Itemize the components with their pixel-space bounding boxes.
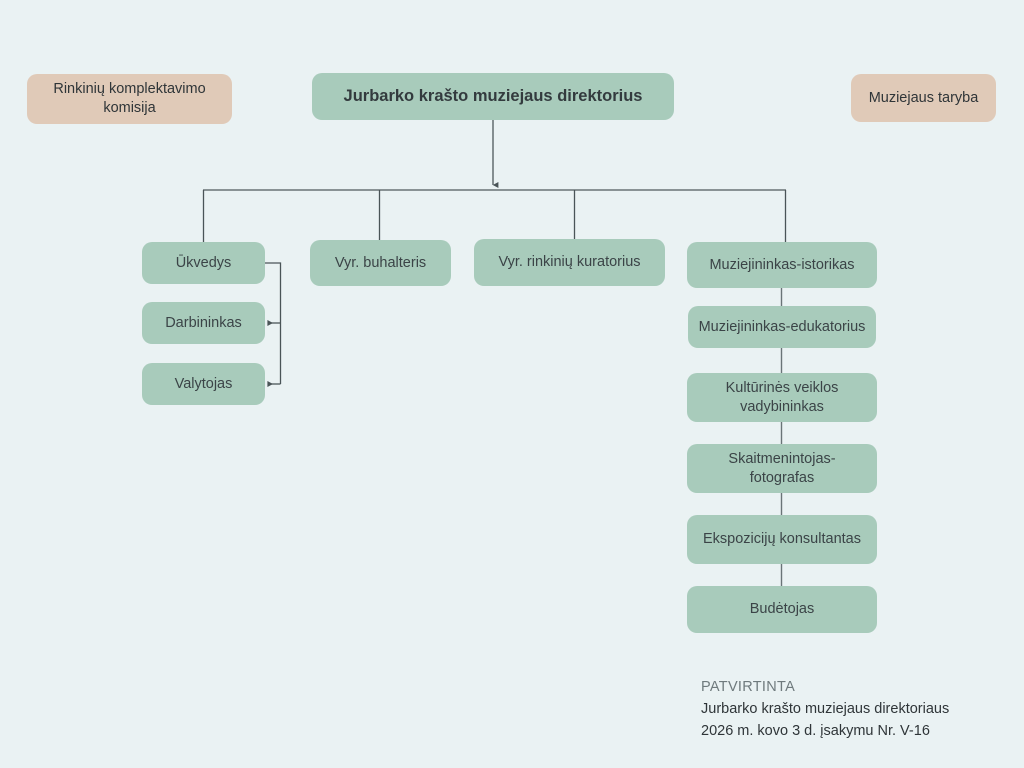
node-label: Jurbarko krašto muziejaus direktorius [343,86,643,105]
approval-note: PATVIRTINTA Jurbarko krašto muziejaus di… [701,676,949,742]
node-label: Vyr. buhalteris [334,254,427,271]
node-rinkiniu-komisija[interactable]: Rinkinių komplektavimo komisija [27,74,232,124]
node-vyr-buhalteris[interactable]: Vyr. buhalteris [310,240,451,286]
node-darbininkas[interactable]: Darbininkas [142,302,265,344]
approval-note-line-1: PATVIRTINTA [701,679,796,695]
node-budetojas[interactable]: Budėtojas [687,586,877,633]
node-label: Rinkinių komplektavimo komisija [53,81,206,116]
node-direktorius[interactable]: Jurbarko krašto muziejaus direktorius [312,73,674,120]
node-label: Muziejaus taryba [868,89,979,106]
node-valytojas[interactable]: Valytojas [142,363,265,405]
node-label: Skaitmenintojas-fotografas [728,450,836,486]
node-muziejininkas-edukatorius[interactable]: Muziejininkas-edukatorius [688,306,876,348]
line-ukvedys-spine [265,262,282,384]
node-label: Ekspozicijų konsultantas [703,531,861,548]
node-label: Vyr. rinkinių kuratorius [498,254,641,271]
node-label: Valytojas [174,375,233,392]
approval-note-line-3: 2026 m. kovo 3 d. įsakymu Nr. V-16 [701,723,930,740]
node-label: Budėtojas [749,601,815,618]
node-ekspoziciju-konsultantas[interactable]: Ekspozicijų konsultantas [687,515,877,564]
node-muziejaus-taryba[interactable]: Muziejaus taryba [851,74,996,122]
node-label: Ūkvedys [175,254,232,271]
approval-note-line-2: Jurbarko krašto muziejaus direktoriaus [701,701,950,718]
node-label: Kultūrinės veiklos vadybininkas [725,379,839,415]
node-kulturines-veiklos-vadybininkas[interactable]: Kultūrinės veiklos vadybininkas [687,373,877,422]
node-muziejininkas-istorikas[interactable]: Muziejininkas-istorikas [687,242,877,288]
node-ukvedys[interactable]: Ūkvedys [142,242,265,284]
node-label: Muziejininkas-edukatorius [698,318,866,335]
node-label: Muziejininkas-istorikas [709,256,855,273]
node-vyr-rinkiniu-kuratorius[interactable]: Vyr. rinkinių kuratorius [474,239,665,286]
node-label: Darbininkas [165,314,242,331]
node-skaitmenintojas-fotografas[interactable]: Skaitmenintojas-fotografas [687,444,877,493]
